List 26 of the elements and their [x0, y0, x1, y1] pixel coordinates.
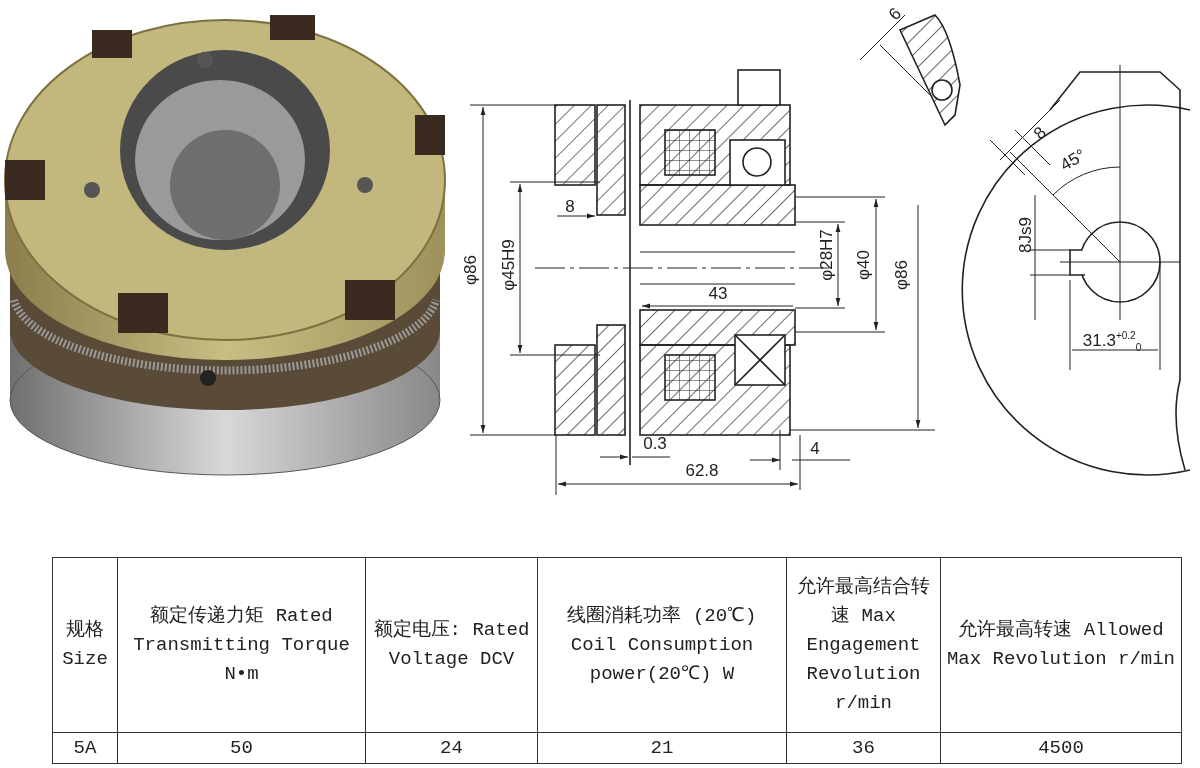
dimension-label: φ28H7 [817, 229, 835, 281]
column-header: 规格 Size [52, 557, 118, 733]
dimension-label: 8 [1030, 123, 1050, 143]
dimension-label: 4 [810, 439, 820, 457]
table-value: 36 [786, 732, 941, 764]
column-header: 允许最高转速 Allowed Max Revolution r/min [940, 557, 1182, 733]
dimension-label: φ40 [854, 250, 872, 280]
dimension-label: 45° [1057, 146, 1089, 174]
dimension-label: φ45H9 [499, 239, 517, 291]
dimension-label: 8Js9 [1016, 217, 1034, 253]
table-value: 50 [117, 732, 366, 764]
dimension-label: 8 [565, 197, 575, 215]
table-value: 24 [365, 732, 538, 764]
dimension-label: φ86 [461, 255, 479, 285]
table-value: 4500 [940, 732, 1182, 764]
column-header: 额定传递力矩 Rated Transmitting Torque N•m [117, 557, 366, 733]
dimension-label: 0.3 [643, 434, 667, 452]
dimension-label: 6 [885, 4, 905, 24]
column-header: 额定电压: Rated Voltage DCV [365, 557, 538, 733]
dimension-label: 43 [708, 284, 728, 302]
column-header: 允许最高结合转速 Max Engagement Revolution r/min [786, 557, 941, 733]
dimension-label: φ86 [892, 260, 910, 290]
table-value: 5A [52, 732, 118, 764]
dimension-label: 62.8 [685, 461, 719, 479]
table-value: 21 [537, 732, 787, 764]
column-header: 线圈消耗功率 (20℃) Coil Consumption power(20℃) W [537, 557, 787, 733]
